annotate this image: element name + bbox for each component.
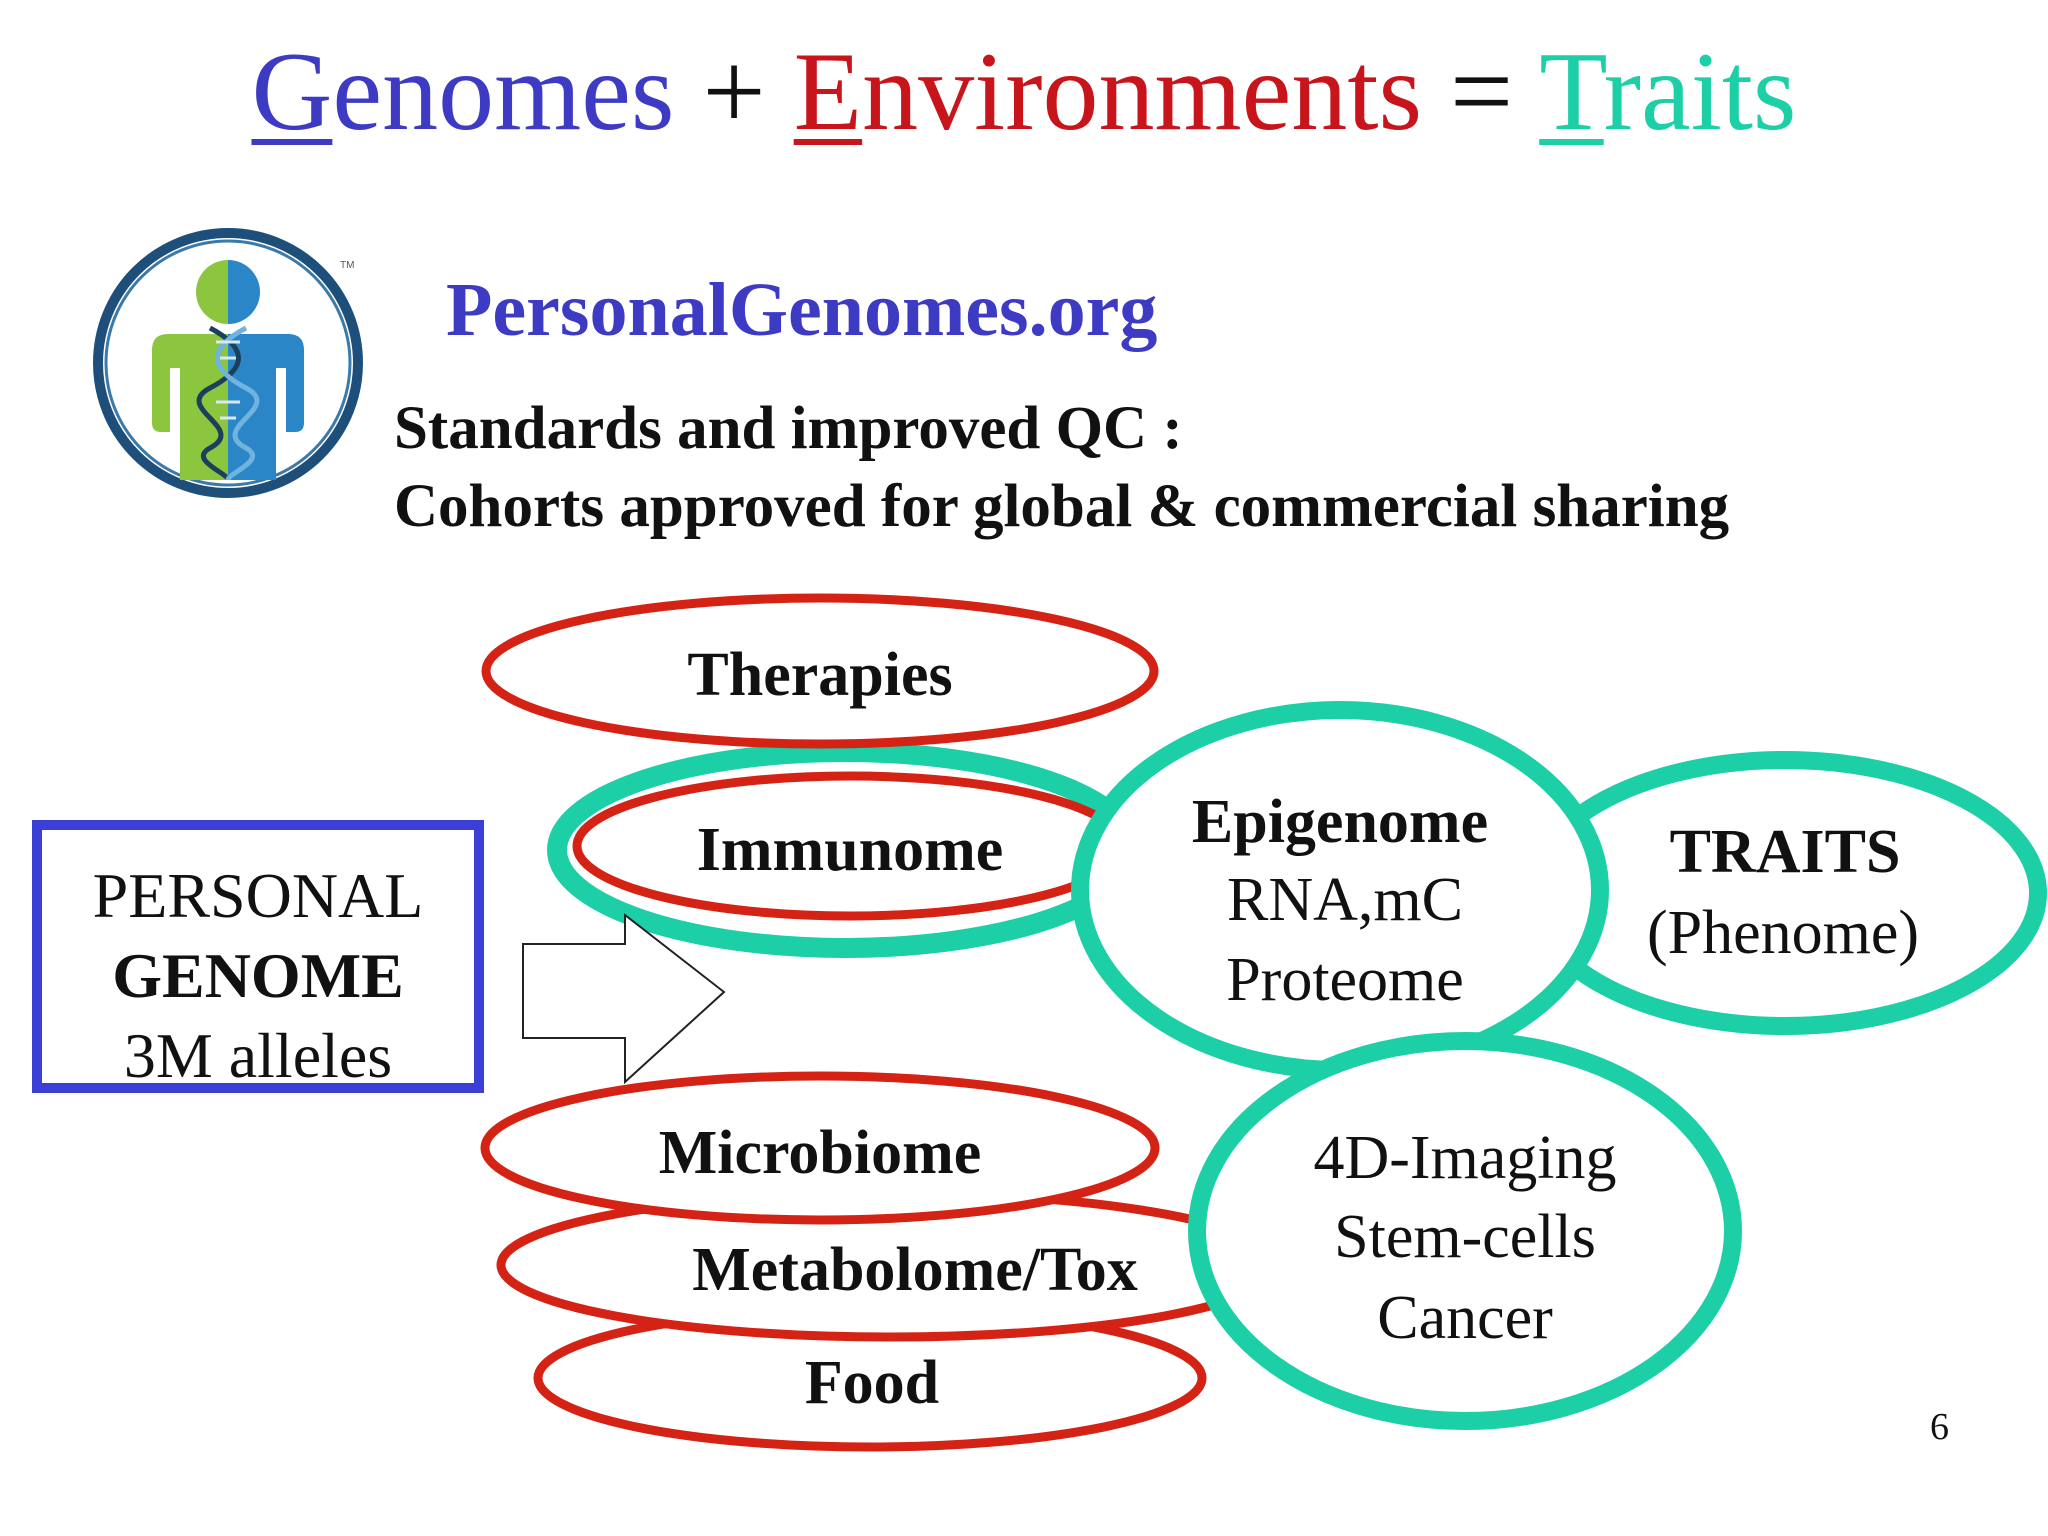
personal-genome-line-2: GENOME: [112, 940, 404, 1011]
slide-title: Genomes + Environments = Traits: [0, 30, 2048, 155]
personal-genome-box: PERSONAL GENOME 3M alleles: [32, 820, 484, 1093]
epigenome-label-1: Epigenome: [1192, 788, 1488, 856]
genome-arrow: [522, 912, 726, 1085]
page-number: 6: [1930, 1406, 1949, 1448]
title-equals: =: [1450, 30, 1514, 154]
personal-genome-line-3: 3M alleles: [123, 1020, 393, 1091]
title-traits-initial: T: [1539, 30, 1604, 154]
trademark-mark: TM: [340, 260, 354, 271]
imaging-label-3: Cancer: [1377, 1284, 1553, 1352]
therapies-label: Therapies: [687, 641, 952, 709]
title-environments-initial: E: [793, 30, 863, 154]
title-environments-rest: nvironments: [862, 30, 1423, 154]
subtitle-line-1: Standards and improved QC :: [394, 395, 1183, 462]
title-genomes-initial: G: [251, 30, 333, 154]
traits-label-1: TRAITS: [1670, 818, 1901, 886]
personal-genomes-logo: TM: [93, 228, 363, 498]
imaging-label-2: Stem-cells: [1334, 1203, 1596, 1271]
therapies-ellipse: [481, 593, 1159, 749]
org-name: PersonalGenomes.org: [446, 268, 1158, 352]
epigenome-label-2: RNA,mC: [1227, 866, 1463, 934]
imaging-circle: [1188, 1032, 1742, 1430]
metabolome-label: Metabolome/Tox: [692, 1236, 1137, 1304]
subtitle-line-2: Cohorts approved for global & commercial…: [394, 473, 1730, 540]
immunome-label: Immunome: [697, 816, 1004, 884]
title-traits-rest: raits: [1603, 30, 1797, 154]
traits-label-2: (Phenome): [1647, 899, 1919, 967]
food-label: Food: [805, 1349, 939, 1417]
epigenome-label-3: Proteome: [1226, 946, 1464, 1014]
title-plus: +: [702, 30, 766, 154]
personal-genome-line-1: PERSONAL: [92, 860, 424, 931]
title-genomes-rest: enomes: [332, 30, 675, 154]
imaging-label-1: 4D-Imaging: [1313, 1124, 1616, 1192]
microbiome-ellipse: [480, 1071, 1160, 1225]
microbiome-label: Microbiome: [659, 1119, 982, 1187]
